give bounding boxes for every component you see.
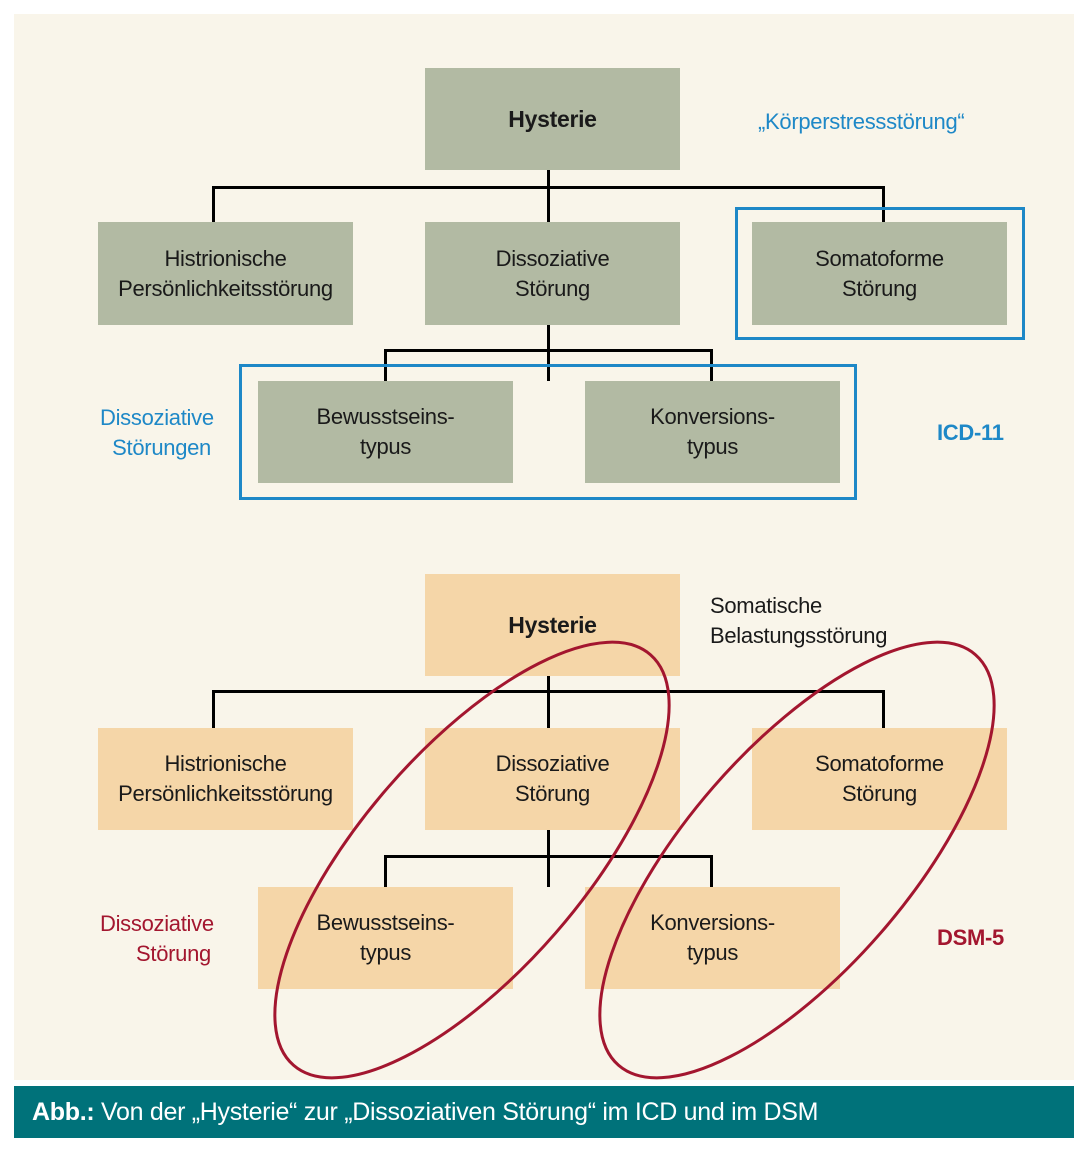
dsm-bewusstsein-label-1: Bewusstseins- — [316, 910, 455, 935]
icd-dissociative-group-frame — [239, 364, 857, 500]
dsm-bewusstsein-box: Bewusstseins-typus — [258, 887, 513, 989]
caption-text: Von der „Hysterie“ zur „Dissoziativen St… — [94, 1098, 819, 1126]
icd-somatoform-frame — [735, 207, 1025, 340]
diagram-panel — [14, 14, 1074, 1080]
dsm-group-label: Dissoziative Störung — [100, 909, 214, 969]
dsm-somatoform-label-1: Somatoforme — [815, 751, 944, 776]
icd-histrionic-label-2: Persönlichkeitsstörung — [118, 275, 333, 301]
dsm-konversion-box: Konversions-typus — [585, 887, 840, 989]
icd-dissociative-label-2: Störung — [515, 275, 590, 301]
icd-hysterie-box: Hysterie — [425, 68, 680, 170]
icd-connector-right-drop — [882, 186, 885, 222]
icd-bewusstsein-label-2: typus — [359, 434, 412, 459]
dsm-connector-top-bar — [212, 690, 885, 693]
icd-konversion-label-2: typus — [686, 434, 739, 459]
dsm-hysterie-label: Hysterie — [508, 612, 597, 638]
icd-group-label-2: Störungen — [112, 435, 211, 460]
caption-prefix: Abb.: — [32, 1098, 95, 1126]
icd-konversion-label-1: Konversions- — [650, 404, 775, 429]
dsm-somatoform-label-2: Störung — [842, 781, 917, 806]
icd-connector-sub-bar — [384, 349, 713, 352]
dsm-hysterie-box: Hysterie — [425, 574, 680, 676]
dsm-konversion-label-2: typus — [686, 940, 739, 965]
icd-connector-left-drop — [212, 186, 215, 222]
dsm-connector-left-drop — [212, 690, 215, 728]
icd-konversion-box: Konversions-typus — [585, 381, 840, 483]
dsm-connector-sub-left-drop — [384, 855, 387, 887]
dsm-connector-sub-bar — [384, 855, 713, 858]
dsm-ellipse-dissociative — [273, 640, 671, 1080]
icd-somatoform-label-1: Somatoforme — [815, 245, 944, 271]
dsm-dissociative-label-1: Dissoziative — [495, 751, 610, 776]
dsm-group-label-2: Störung — [136, 941, 211, 966]
icd-dissociative-label-1: Dissoziative — [495, 245, 610, 271]
icd-top-note: „Körperstressstörung“ — [758, 109, 965, 134]
dsm-connector-mid-stem — [547, 830, 550, 887]
figure-caption: Abb.: Von der „Hysterie“ zur „Dissoziati… — [14, 1086, 1074, 1138]
dsm-top-note-1: Somatische — [710, 593, 822, 618]
icd-group-label: Dissoziative Störungen — [100, 403, 214, 463]
icd-connector-top-stem — [547, 170, 550, 222]
icd-system-label: ICD-11 — [937, 420, 1004, 445]
icd-group-label-1: Dissoziative — [100, 405, 214, 430]
dsm-histrionic-label-1: Histrionische — [164, 751, 287, 776]
dsm-dissociative-label-2: Störung — [515, 781, 590, 806]
icd-histrionic-label-1: Histrionische — [164, 245, 287, 271]
dsm-top-note-2: Belastungsstörung — [710, 623, 888, 648]
dsm-histrionic-label-2: Persönlichkeitsstörung — [118, 781, 333, 806]
icd-bewusstsein-label-1: Bewusstseins- — [316, 404, 455, 429]
icd-connector-top-bar — [212, 186, 885, 189]
dsm-top-note: Somatische Belastungsstörung — [710, 591, 887, 651]
icd-connector-mid-stem — [547, 325, 550, 381]
dsm-connector-right-drop — [882, 690, 885, 728]
dsm-system-label: DSM-5 — [937, 925, 1004, 950]
dsm-bewusstsein-label-2: typus — [359, 940, 412, 965]
dsm-ellipse-somatoform — [598, 640, 996, 1080]
icd-hysterie-label: Hysterie — [508, 106, 597, 132]
dsm-connector-top-stem — [547, 676, 550, 728]
icd-bewusstsein-box: Bewusstseins-typus — [258, 381, 513, 483]
icd-somatoform-label-2: Störung — [842, 275, 917, 301]
dsm-konversion-label-1: Konversions- — [650, 910, 775, 935]
dsm-connector-sub-right-drop — [710, 855, 713, 887]
dsm-group-label-1: Dissoziative — [100, 911, 214, 936]
